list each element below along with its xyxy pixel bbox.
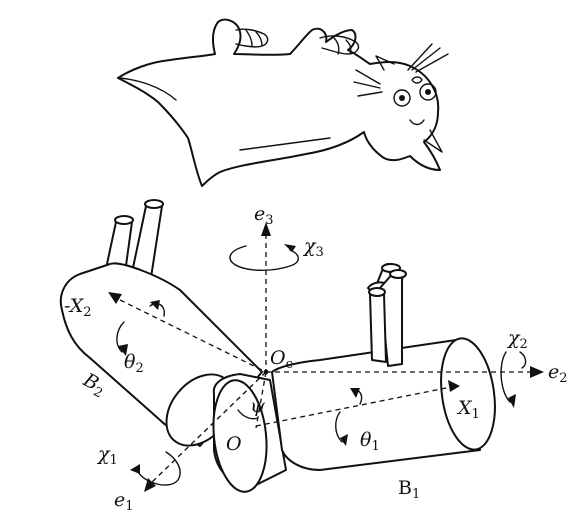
cat-belly-line (239, 137, 331, 151)
label-e2: e2 (548, 361, 568, 386)
origin-Oc-dot (263, 369, 269, 375)
label-Oc: Oc (270, 347, 293, 372)
label-theta1: θ1 (360, 429, 380, 454)
label-B1: B1 (398, 477, 420, 502)
cat-illustration (117, 18, 449, 187)
two-body-model: e3 χ3 -X2 θ2 B2 Oc ψ O χ2 e2 X1 θ1 (59, 199, 568, 514)
B1-cylinder-end (440, 337, 496, 451)
label-negX2: -X2 (64, 295, 92, 320)
cat-eye-right (419, 83, 437, 101)
cat-eye-left (393, 89, 411, 107)
cat-front-paw (235, 28, 269, 48)
label-chi2: χ2 (506, 327, 528, 352)
label-X1: X1 (456, 397, 480, 422)
joint-front-face (212, 379, 268, 493)
label-psi: ψ (250, 395, 266, 417)
e2-arrowhead (530, 366, 544, 378)
B2-rod-2-top (144, 199, 164, 209)
cat-whiskers (353, 43, 449, 97)
chi2-rotation-icon (500, 351, 527, 408)
cat-nose (411, 76, 423, 84)
axis-negX2 (111, 295, 267, 373)
label-e1: e1 (114, 489, 134, 514)
e3-arrowhead (261, 222, 271, 236)
cat-tail-curve (119, 77, 177, 101)
cat-back-paw (319, 35, 360, 55)
label-chi1: χ1 (96, 443, 118, 468)
cat-body-outline (117, 18, 441, 187)
cat-ear-left (375, 55, 395, 71)
label-chi3: χ3 (302, 235, 324, 260)
label-theta2: θ2 (124, 351, 144, 376)
body-B1 (271, 262, 496, 471)
negX2-arrowhead (108, 292, 122, 304)
chi1-rotation-icon (130, 451, 181, 486)
cat-back-paw-toes (333, 37, 352, 55)
joint-O (212, 373, 287, 493)
e1-arrowhead (144, 478, 156, 492)
label-e3: e3 (254, 203, 274, 228)
chi3-rotation-icon (229, 244, 299, 271)
B2-rod-1-top (114, 215, 134, 225)
axis-X1 (255, 385, 457, 427)
theta1-rotation-icon (335, 388, 363, 446)
X1-arrowhead (448, 380, 460, 392)
theta2-rotation-icon (116, 300, 165, 356)
label-O: O (226, 433, 242, 455)
cat-front-paw-toes (245, 29, 263, 47)
cat-mouth (409, 119, 425, 126)
label-B2: B2 (77, 369, 109, 402)
psi-arc (237, 409, 259, 420)
cat-ear-right (423, 129, 443, 153)
